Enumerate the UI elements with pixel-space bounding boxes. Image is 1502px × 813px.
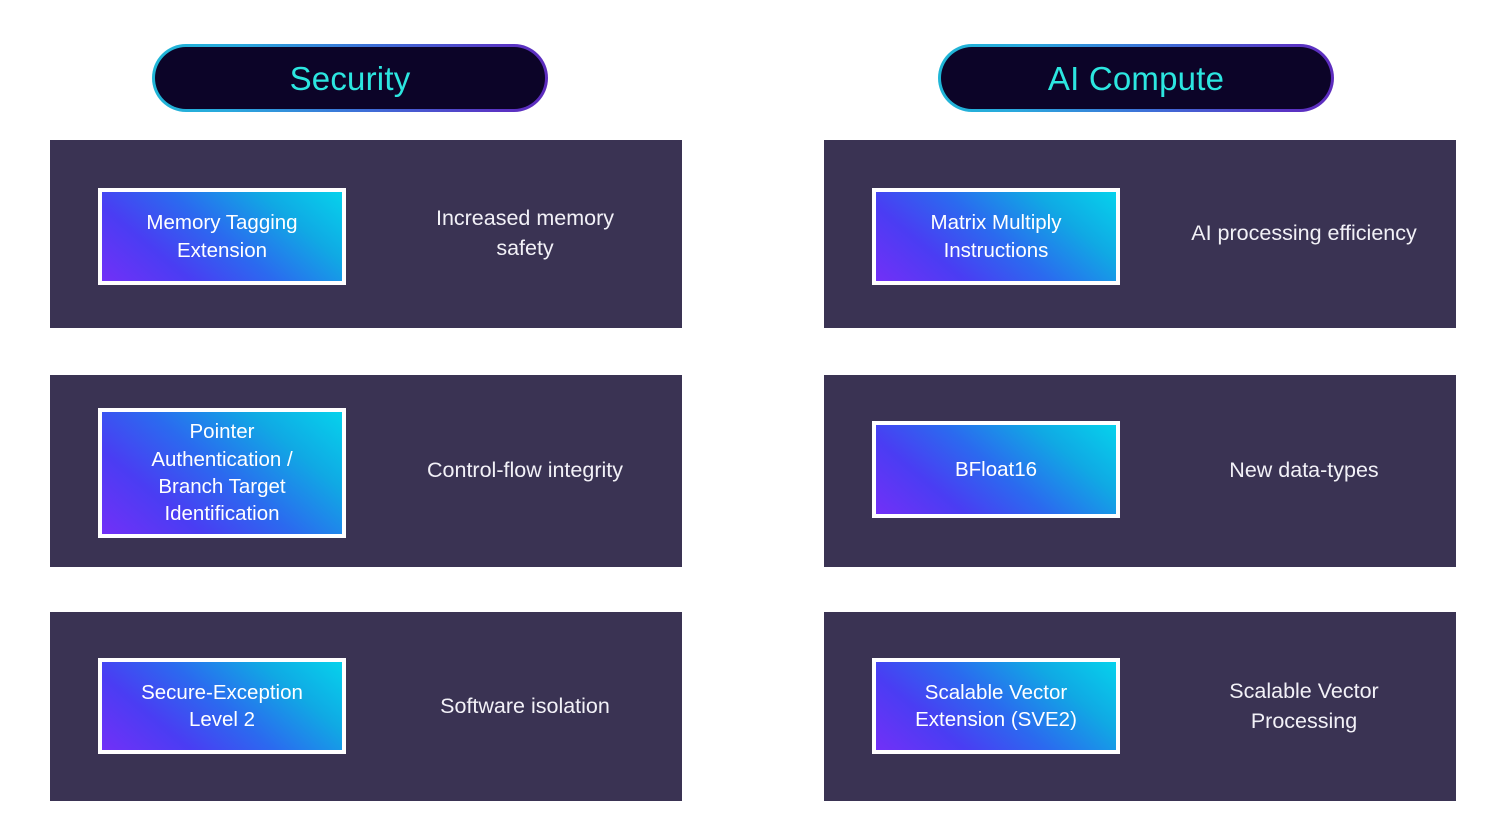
feature-chip-gradient: Scalable Vector Extension (SVE2) (876, 662, 1116, 750)
column-heading-label: Security (289, 59, 411, 97)
feature-chip: Pointer Authentication / Branch Target I… (98, 408, 346, 538)
feature-description: Scalable Vector Processing (1229, 678, 1379, 733)
pill-inner: Security (155, 47, 545, 109)
feature-chip: Memory Tagging Extension (98, 188, 346, 285)
pill-inner: AI Compute (941, 47, 1331, 109)
feature-chip-gradient: Matrix Multiply Instructions (876, 192, 1116, 281)
feature-chip-label: Matrix Multiply Instructions (930, 211, 1062, 262)
feature-chip: BFloat16 (872, 421, 1120, 518)
feature-chip-label: Scalable Vector Extension (SVE2) (915, 680, 1077, 731)
column-heading-pill-ai-compute: AI Compute (938, 44, 1334, 112)
column-ai-compute: AI Compute Matrix Multiply Instructions … (824, 0, 1456, 813)
column-heading-label: AI Compute (1047, 59, 1225, 97)
feature-chip-label: Pointer Authentication / Branch Target I… (151, 420, 293, 526)
feature-chip: Secure-Exception Level 2 (98, 658, 346, 754)
column-heading-pill-security: Security (152, 44, 548, 112)
feature-chip: Scalable Vector Extension (SVE2) (872, 658, 1120, 754)
feature-description: Software isolation (440, 693, 610, 718)
feature-description: Control-flow integrity (427, 458, 623, 483)
feature-card: Matrix Multiply Instructions AI processi… (824, 140, 1456, 328)
feature-chip-label: BFloat16 (954, 457, 1038, 481)
feature-card: Pointer Authentication / Branch Target I… (50, 375, 682, 567)
feature-chip: Matrix Multiply Instructions (872, 188, 1120, 285)
feature-chip-gradient: BFloat16 (876, 425, 1116, 514)
column-security: Security Memory Tagging Extension Increa… (50, 0, 682, 813)
feature-card: Memory Tagging Extension Increased memor… (50, 140, 682, 328)
feature-card: Scalable Vector Extension (SVE2) Scalabl… (824, 612, 1456, 801)
feature-chip-gradient: Pointer Authentication / Branch Target I… (102, 412, 342, 534)
feature-description: AI processing efficiency (1191, 221, 1417, 246)
feature-card: BFloat16 New data-types (824, 375, 1456, 567)
feature-chip-gradient: Memory Tagging Extension (102, 192, 342, 281)
feature-description: Increased memory safety (435, 206, 615, 260)
feature-chip-gradient: Secure-Exception Level 2 (102, 662, 342, 750)
feature-chip-label: Secure-Exception Level 2 (141, 680, 303, 731)
feature-chip-label: Memory Tagging Extension (146, 211, 298, 262)
feature-card: Secure-Exception Level 2 Software isolat… (50, 612, 682, 801)
feature-description: New data-types (1229, 458, 1379, 483)
